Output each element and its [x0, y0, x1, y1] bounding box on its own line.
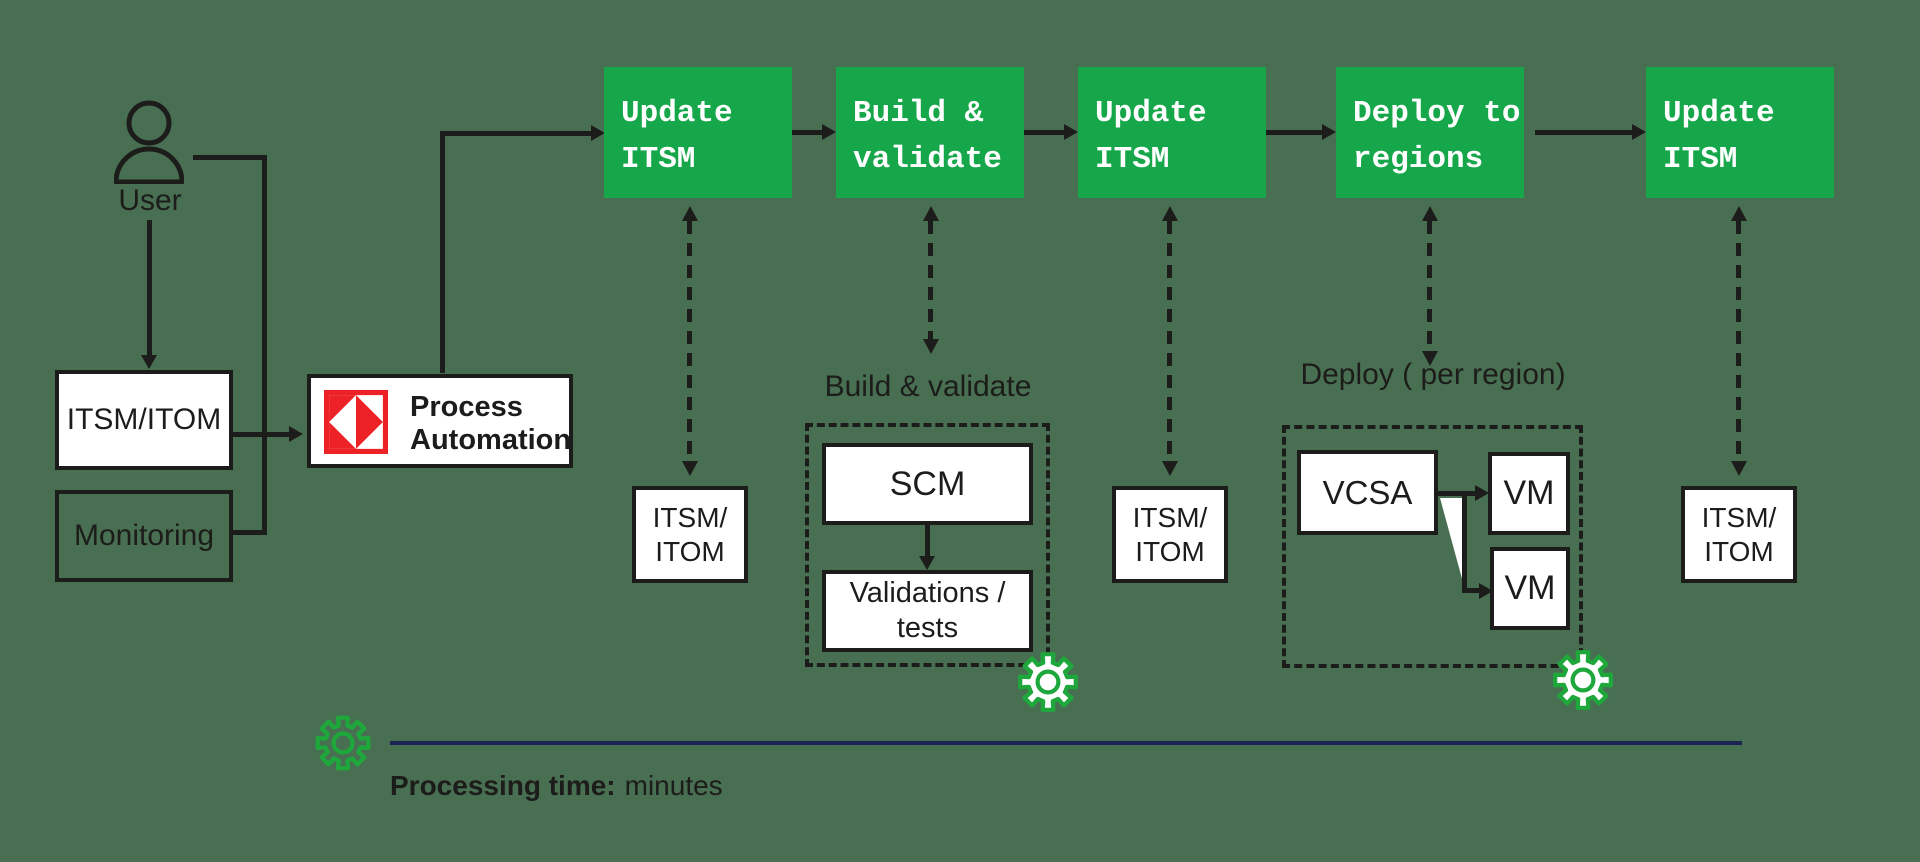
processing-time-label: Processing time:	[390, 770, 616, 801]
vcsa-box: VCSA	[1297, 450, 1438, 535]
flow-arrow-4	[1535, 124, 1646, 140]
itsm-itom-box: ITSM/ITOM	[55, 370, 233, 470]
processing-time: Processing time: minutes	[390, 770, 723, 802]
connector-pa-to-step-1	[440, 125, 605, 373]
step-deploy-to-regions: Deploy to regions	[1336, 67, 1524, 198]
dashed-connector-step3-itsm	[1161, 206, 1178, 476]
user-icon	[114, 100, 184, 184]
connector-user-to-monitoring	[193, 155, 267, 535]
process-automation-label: Process Automation	[410, 391, 572, 456]
flow-arrow-2	[1024, 124, 1078, 140]
dashed-connector-step5-itsm	[1730, 206, 1747, 476]
gear-icon	[1553, 650, 1613, 710]
fanout-triangle	[1440, 498, 1464, 586]
itsm-itom-node-3: ITSM/ ITOM	[1681, 486, 1797, 583]
gear-icon	[315, 715, 371, 771]
dashed-connector-step2-build	[922, 206, 939, 354]
arrow-scm-to-validations	[919, 525, 935, 570]
build-validate-group	[805, 423, 1050, 667]
process-automation-logo-icon	[324, 390, 388, 454]
arrow-vcsa-to-vm1	[1438, 485, 1489, 501]
process-automation-box: Process Automation	[307, 374, 573, 468]
user-label: User	[118, 184, 182, 217]
step-update-itsm-2: Update ITSM	[1078, 67, 1266, 198]
step-build-validate: Build & validate	[836, 67, 1024, 198]
validations-tests-box: Validations / tests	[822, 570, 1033, 652]
deploy-group	[1282, 425, 1583, 668]
gear-icon	[1018, 652, 1078, 712]
step-update-itsm-1: Update ITSM	[604, 67, 792, 198]
processing-time-value: minutes	[624, 770, 723, 801]
dashed-connector-step1-itsm	[681, 206, 698, 476]
itsm-itom-node-2: ITSM/ ITOM	[1112, 486, 1228, 583]
build-validate-title: Build & validate	[824, 370, 1032, 403]
scm-box: SCM	[822, 443, 1033, 525]
arrow-user-to-itsm	[141, 220, 157, 369]
flow-arrow-3	[1266, 124, 1336, 140]
flow-arrow-1	[792, 124, 836, 140]
timeline-rule	[390, 741, 1742, 745]
vm-box-1: VM	[1488, 452, 1570, 535]
connector-user-to-monitoring-stub	[231, 530, 267, 535]
connector-vcsa-to-vm2	[1462, 493, 1493, 599]
itsm-itom-node-1: ITSM/ ITOM	[632, 486, 748, 583]
vm-box-2: VM	[1490, 547, 1570, 630]
dashed-connector-step4-deploy	[1421, 206, 1438, 366]
arrow-itsm-to-process-automation	[233, 426, 303, 442]
monitoring-box: Monitoring	[55, 490, 233, 582]
step-update-itsm-3: Update ITSM	[1646, 67, 1834, 198]
deploy-title: Deploy ( per region)	[1300, 358, 1566, 391]
